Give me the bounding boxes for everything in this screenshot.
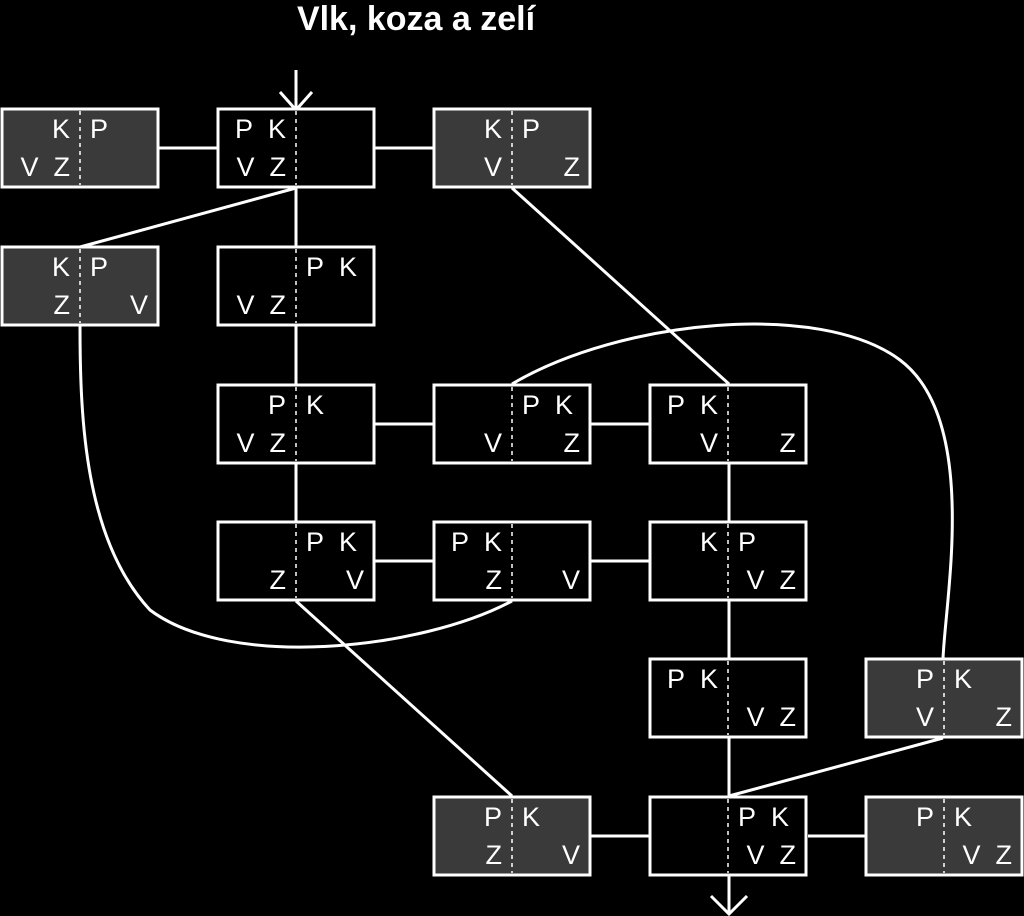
state-right-top-label: P [738,527,756,557]
state-right-top-label: P K [306,252,357,282]
state-box: P K V Z [648,657,808,739]
transitions [78,146,954,838]
state-box-frame [432,107,592,189]
state-left-top-label: P [916,802,934,832]
state-left-top-label: K [700,527,718,557]
edge [79,186,297,249]
state-left-top-label: K [52,114,70,144]
state-right-bottom-label: V [562,840,580,870]
state-left-bottom-label: V [916,702,934,732]
diagram-title: Vlk, koza a zelí [297,0,537,38]
state-left-top-label: P K [451,527,502,557]
state-box: Z P K V [216,520,376,602]
state-left-bottom-label: V [484,428,502,458]
edge [728,736,944,798]
state-box: K V Z P [0,107,160,189]
state-left-bottom-label: Z [486,565,503,595]
state-right-bottom-label: V [346,565,364,595]
edge [294,599,514,798]
state-right-top-label: P [522,114,540,144]
state-right-bottom-label: Z [564,152,581,182]
state-left-bottom-label: V [700,428,718,458]
state-left-bottom-label: V Z [236,428,286,458]
state-left-bottom-label: Z [486,840,503,870]
state-right-bottom-label: V Z [746,565,796,595]
state-box: P K V Z [648,383,808,465]
state-right-bottom-label: V Z [746,702,796,732]
state-left-bottom-label: V Z [236,290,286,320]
state-right-top-label: P [90,252,108,282]
end-arrow [709,876,749,916]
state-box-frame [0,107,160,189]
state-box: P V Z K [216,383,376,465]
state-box: P K Z V [432,520,592,602]
state-box: V Z P K [216,245,376,327]
state-right-bottom-label: Z [780,428,797,458]
state-right-bottom-label: V [130,290,148,320]
state-left-top-label: P K [235,114,286,144]
edge [511,322,954,660]
state-right-bottom-label: V Z [746,840,796,870]
start-arrow [278,70,314,113]
state-left-top-label: P [268,390,286,420]
state-right-top-label: P [90,114,108,144]
state-right-top-label: P K [522,390,573,420]
state-left-top-label: K [52,252,70,282]
state-right-top-label: K [306,390,324,420]
state-right-bottom-label: Z [996,702,1013,732]
state-box: P K V Z [216,107,376,189]
edge [510,186,731,386]
state-right-top-label: K [522,802,540,832]
state-right-bottom-label: V Z [962,840,1012,870]
state-left-top-label: P K [667,664,718,694]
state-left-top-label: P [484,802,502,832]
state-right-top-label: P K [738,802,789,832]
state-left-bottom-label: V [484,152,502,182]
state-box: V P K Z [432,383,592,465]
state-right-top-label: P K [306,527,357,557]
state-left-top-label: P K [667,390,718,420]
state-left-bottom-label: V Z [236,152,286,182]
state-left-bottom-label: Z [270,565,287,595]
state-left-bottom-label: V Z [20,152,70,182]
state-left-bottom-label: Z [54,290,71,320]
state-right-top-label: K [954,664,972,694]
edge [78,325,513,649]
state-right-bottom-label: Z [564,428,581,458]
state-right-bottom-label: V [562,565,580,595]
state-left-top-label: P [916,664,934,694]
state-right-top-label: K [954,802,972,832]
state-left-top-label: K [484,114,502,144]
state-box: P K V Z [648,795,808,877]
